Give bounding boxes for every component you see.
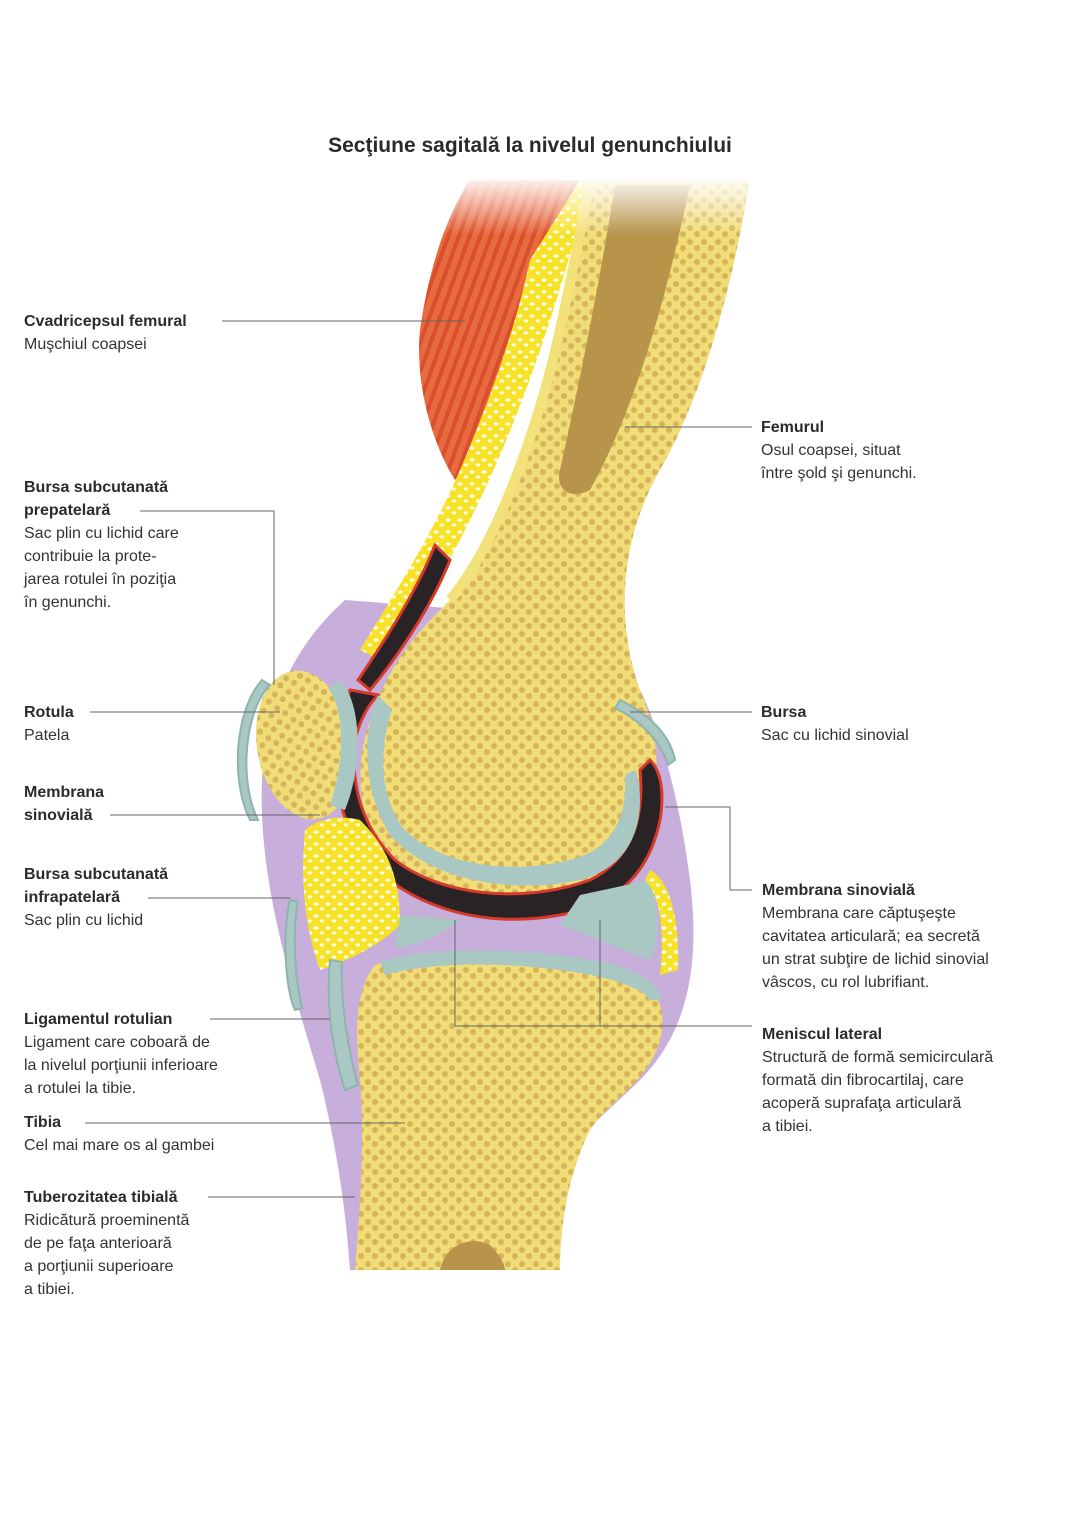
label-synovial-right-desc: Membrana care căptuşeşte cavitatea artic… — [762, 905, 989, 991]
label-patellar-ligament-desc: Ligament care coboară de la nivelul porţ… — [24, 1034, 218, 1097]
label-femur-name: Femurul — [761, 419, 825, 436]
label-meniscus-name: Meniscul lateral — [762, 1026, 883, 1043]
patellar-ligament-strip — [327, 958, 360, 1092]
label-tuberosity-name: Tuberozitatea tibială — [24, 1189, 178, 1206]
label-tibia: Tibia Cel mai mare os al gambei — [24, 1111, 214, 1157]
leader-synovial-right — [665, 806, 752, 891]
label-infrapatellar-name: Bursa subcutanată infrapatelară — [24, 866, 169, 906]
leader-prepatellar — [140, 510, 275, 685]
tibia-marrow — [440, 1241, 505, 1270]
femur-bone — [360, 180, 750, 910]
label-patellar-ligament: Ligamentul rotulian Ligament care coboar… — [24, 1008, 218, 1100]
label-synovial-right: Membrana sinovială Membrana care căptuşe… — [762, 879, 989, 994]
label-quadriceps-name: Cvadricepsul femural — [24, 313, 187, 330]
label-tuberosity: Tuberozitatea tibială Ridicătură proemin… — [24, 1186, 189, 1301]
tibia-bone — [355, 953, 663, 1270]
label-synovial-left-name: Membrana sinovială — [24, 784, 105, 824]
leader-meniscus — [454, 920, 601, 1027]
femur-marrow — [559, 185, 690, 494]
label-synovial-left: Membrana sinovială — [24, 781, 104, 827]
tibial-cartilage — [380, 950, 662, 1000]
label-infrapatellar: Bursa subcutanată infrapatelară Sac plin… — [24, 863, 168, 932]
posterior-fat — [645, 870, 679, 975]
label-patella: Rotula Patela — [24, 701, 74, 747]
label-femur-desc: Osul coapsei, situat între şold şi genun… — [761, 442, 917, 482]
label-femur: Femurul Osul coapsei, situat între şold … — [761, 416, 917, 485]
label-meniscus-desc: Structură de formă semicirculară formată… — [762, 1049, 994, 1135]
suprapatellar-fat — [360, 180, 590, 660]
label-patella-desc: Patela — [24, 727, 70, 744]
label-prepatellar: Bursa subcutanată prepatelară Sac plin c… — [24, 476, 179, 614]
label-patellar-ligament-name: Ligamentul rotulian — [24, 1011, 173, 1028]
label-meniscus: Meniscul lateral Structură de formă semi… — [762, 1023, 993, 1138]
leader-lines — [85, 320, 752, 1198]
label-bursa: Bursa Sac cu lichid sinovial — [761, 701, 909, 747]
label-tuberosity-desc: Ridicătură proeminentă de pe faţa anteri… — [24, 1212, 190, 1298]
label-patella-name: Rotula — [24, 704, 74, 721]
prepatellar-bursa — [236, 678, 272, 821]
label-bursa-name: Bursa — [761, 704, 807, 721]
meniscus-posterior — [560, 880, 658, 960]
label-prepatellar-desc: Sac plin cu lichid care contribuie la pr… — [24, 525, 179, 611]
label-synovial-right-name: Membrana sinovială — [762, 882, 915, 899]
label-quadriceps-desc: Muşchiul coapsei — [24, 336, 147, 353]
label-tibia-desc: Cel mai mare os al gambei — [24, 1137, 215, 1154]
label-tibia-name: Tibia — [24, 1114, 62, 1131]
infrapatellar-fat — [303, 817, 400, 970]
label-quadriceps: Cvadricepsul femural Muşchiul coapsei — [24, 310, 187, 356]
diagram-title: Secţiune sagitală la nivelul genunchiulu… — [328, 134, 732, 157]
patella-bone — [255, 670, 355, 820]
label-bursa-desc: Sac cu lichid sinovial — [761, 727, 909, 744]
suprapatellar-bursa — [355, 542, 452, 693]
posterior-bursa — [613, 698, 677, 767]
infrapatellar-bursa — [284, 898, 304, 1012]
label-infrapatellar-desc: Sac plin cu lichid — [24, 912, 144, 929]
label-prepatellar-name: Bursa subcutanată prepatelară — [24, 479, 169, 519]
meniscus-anterior — [395, 915, 460, 948]
patellar-cartilage — [328, 680, 358, 810]
